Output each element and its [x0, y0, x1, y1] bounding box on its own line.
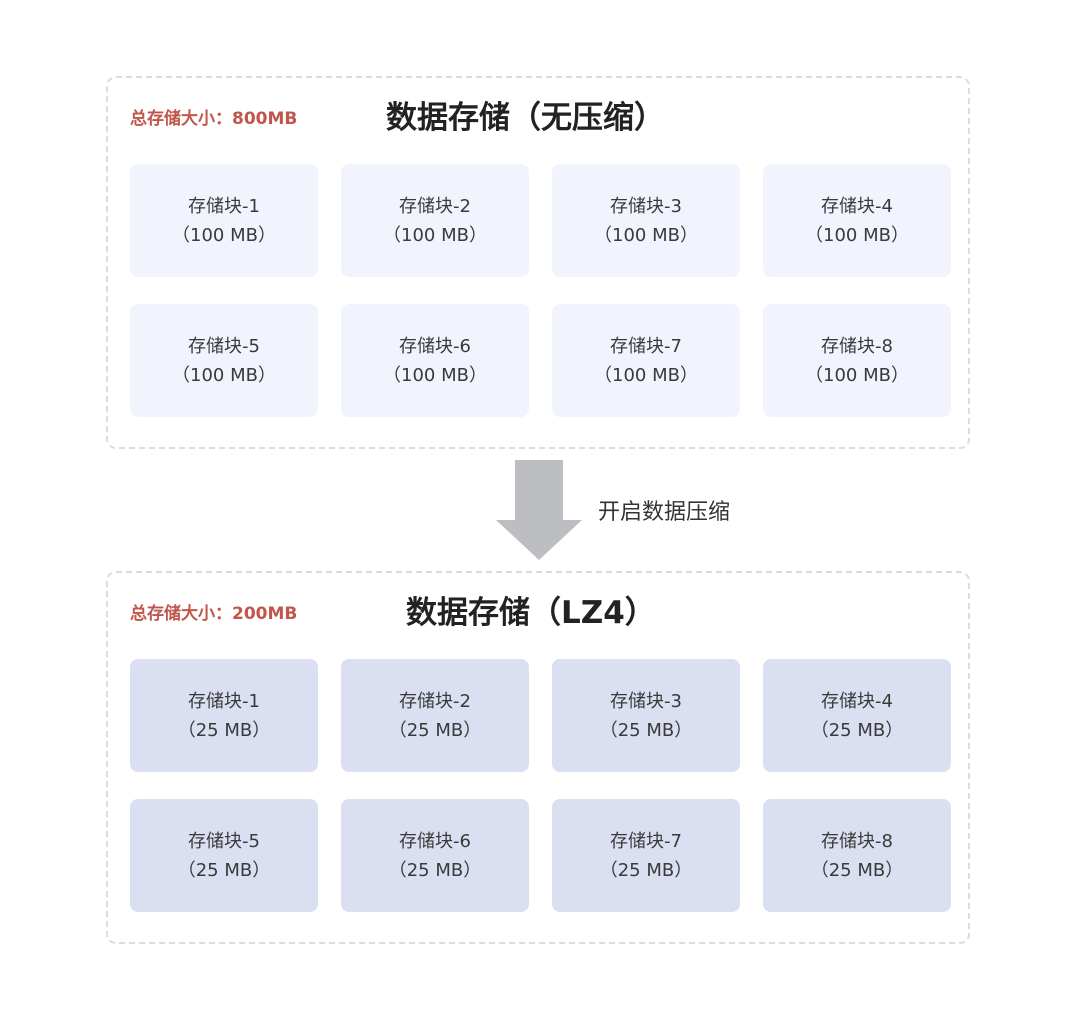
panel-title: 数据存储（无压缩）	[386, 100, 665, 136]
block-name: 存储块-4	[821, 690, 893, 712]
storage-block-grid: 存储块-1 （100 MB） 存储块-2 （100 MB） 存储块-3 （100…	[130, 164, 952, 417]
block-size: （25 MB）	[177, 859, 271, 881]
block-name: 存储块-5	[188, 335, 260, 357]
block-name: 存储块-3	[610, 195, 682, 217]
down-arrow-icon	[496, 460, 582, 560]
block-name: 存储块-8	[821, 335, 893, 357]
uncompressed-storage-panel: 总存储大小：800MB 数据存储（无压缩） 存储块-1 （100 MB） 存储块…	[106, 76, 970, 449]
block-name: 存储块-1	[188, 195, 260, 217]
total-size-label: 总存储大小：200MB	[130, 604, 298, 624]
block-name: 存储块-6	[399, 830, 471, 852]
block-name: 存储块-2	[399, 690, 471, 712]
block-size: （25 MB）	[388, 719, 482, 741]
storage-block: 存储块-6 （25 MB）	[341, 799, 529, 912]
block-size: （100 MB）	[805, 224, 909, 246]
block-name: 存储块-7	[610, 830, 682, 852]
block-size: （25 MB）	[810, 859, 904, 881]
block-name: 存储块-3	[610, 690, 682, 712]
storage-block: 存储块-8 （25 MB）	[763, 799, 951, 912]
block-size: （25 MB）	[810, 719, 904, 741]
storage-block: 存储块-1 （100 MB）	[130, 164, 318, 277]
block-name: 存储块-7	[610, 335, 682, 357]
block-name: 存储块-4	[821, 195, 893, 217]
block-name: 存储块-1	[188, 690, 260, 712]
panel-title: 数据存储（LZ4）	[406, 595, 656, 631]
block-size: （25 MB）	[388, 859, 482, 881]
block-name: 存储块-6	[399, 335, 471, 357]
block-size: （100 MB）	[172, 364, 276, 386]
storage-block: 存储块-7 （100 MB）	[552, 304, 740, 417]
storage-block: 存储块-6 （100 MB）	[341, 304, 529, 417]
total-size-label: 总存储大小：800MB	[130, 109, 298, 129]
block-size: （100 MB）	[594, 364, 698, 386]
storage-block: 存储块-4 （100 MB）	[763, 164, 951, 277]
storage-block: 存储块-5 （25 MB）	[130, 799, 318, 912]
compressed-storage-panel: 总存储大小：200MB 数据存储（LZ4） 存储块-1 （25 MB） 存储块-…	[106, 571, 970, 944]
storage-block: 存储块-8 （100 MB）	[763, 304, 951, 417]
storage-block: 存储块-2 （100 MB）	[341, 164, 529, 277]
enable-compression-label: 开启数据压缩	[598, 500, 731, 525]
storage-block: 存储块-3 （25 MB）	[552, 659, 740, 772]
block-size: （100 MB）	[383, 224, 487, 246]
storage-block: 存储块-4 （25 MB）	[763, 659, 951, 772]
storage-block: 存储块-1 （25 MB）	[130, 659, 318, 772]
storage-block: 存储块-2 （25 MB）	[341, 659, 529, 772]
storage-block: 存储块-5 （100 MB）	[130, 304, 318, 417]
block-name: 存储块-8	[821, 830, 893, 852]
block-name: 存储块-5	[188, 830, 260, 852]
block-size: （25 MB）	[177, 719, 271, 741]
block-size: （100 MB）	[172, 224, 276, 246]
storage-block-grid: 存储块-1 （25 MB） 存储块-2 （25 MB） 存储块-3 （25 MB…	[130, 659, 952, 912]
block-size: （25 MB）	[599, 859, 693, 881]
block-name: 存储块-2	[399, 195, 471, 217]
storage-block: 存储块-3 （100 MB）	[552, 164, 740, 277]
block-size: （100 MB）	[805, 364, 909, 386]
block-size: （25 MB）	[599, 719, 693, 741]
block-size: （100 MB）	[383, 364, 487, 386]
storage-block: 存储块-7 （25 MB）	[552, 799, 740, 912]
block-size: （100 MB）	[594, 224, 698, 246]
